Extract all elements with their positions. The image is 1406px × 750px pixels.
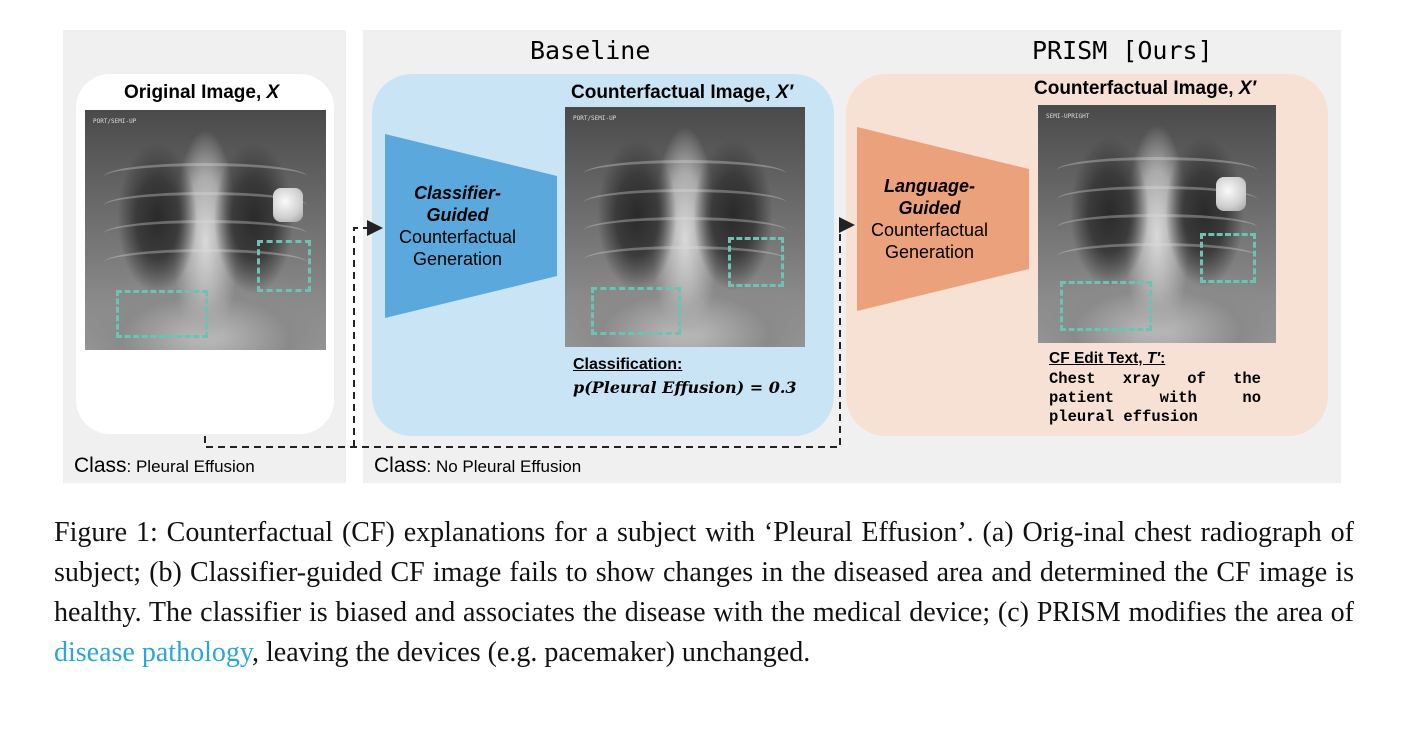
cf-class-label: Class: No Pleural Effusion xyxy=(374,454,582,477)
figure-caption: Figure 1: Counterfactual (CF) explanatio… xyxy=(54,517,1354,668)
prism-cf-xray-image: SEMI-UPRIGHT xyxy=(1038,105,1276,343)
device-region-box xyxy=(1200,233,1256,283)
disease-pathology-link[interactable]: disease pathology xyxy=(54,637,253,668)
edit-text-line: Chest xray of the xyxy=(1049,370,1261,388)
pacemaker-shape xyxy=(1216,177,1246,211)
prism-edit-text: CF Edit Text, T′: Chest xray of the pati… xyxy=(1049,350,1261,426)
edit-text-line: patient with no xyxy=(1049,389,1261,407)
baseline-image-title: Counterfactual Image, X′ xyxy=(571,82,794,103)
disease-region-box xyxy=(591,287,681,335)
classification-formula: p(Pleural Effusion) = 0.3 xyxy=(573,378,797,397)
baseline-classification: Classification: p(Pleural Effusion) = 0.… xyxy=(573,356,797,397)
device-region-box xyxy=(728,237,784,287)
baseline-funnel-label: Classifier- Guided Counterfactual Genera… xyxy=(398,183,517,269)
original-xray-image: PORT/SEMI-UP xyxy=(85,110,326,350)
dashed-connector-arrows xyxy=(204,217,855,448)
prism-funnel-label: Language- Guided Counterfactual Generati… xyxy=(870,176,989,262)
disease-region-box xyxy=(116,290,208,338)
baseline-header: Baseline xyxy=(530,36,651,65)
baseline-cf-xray-image: PORT/SEMI-UP xyxy=(565,107,805,347)
prism-image-title: Counterfactual Image, X′ xyxy=(1034,78,1257,99)
figure: Baseline PRISM [Ours] Original Image, X … xyxy=(63,30,1341,483)
xray-tag: SEMI-UPRIGHT xyxy=(1046,113,1090,120)
pacemaker-shape xyxy=(273,188,303,222)
device-region-box xyxy=(257,240,311,292)
xray-tag: PORT/SEMI-UP xyxy=(93,118,137,125)
original-class-label: Class: Pleural Effusion xyxy=(74,454,255,477)
edit-text-line: pleural effusion xyxy=(1049,408,1198,426)
xray-tag: PORT/SEMI-UP xyxy=(573,115,617,122)
baseline-funnel-shape xyxy=(385,134,557,318)
prism-header: PRISM [Ours] xyxy=(1032,36,1213,65)
prism-funnel-shape xyxy=(857,127,1029,311)
disease-region-box xyxy=(1060,281,1152,331)
original-image-title: Original Image, X xyxy=(124,82,280,103)
